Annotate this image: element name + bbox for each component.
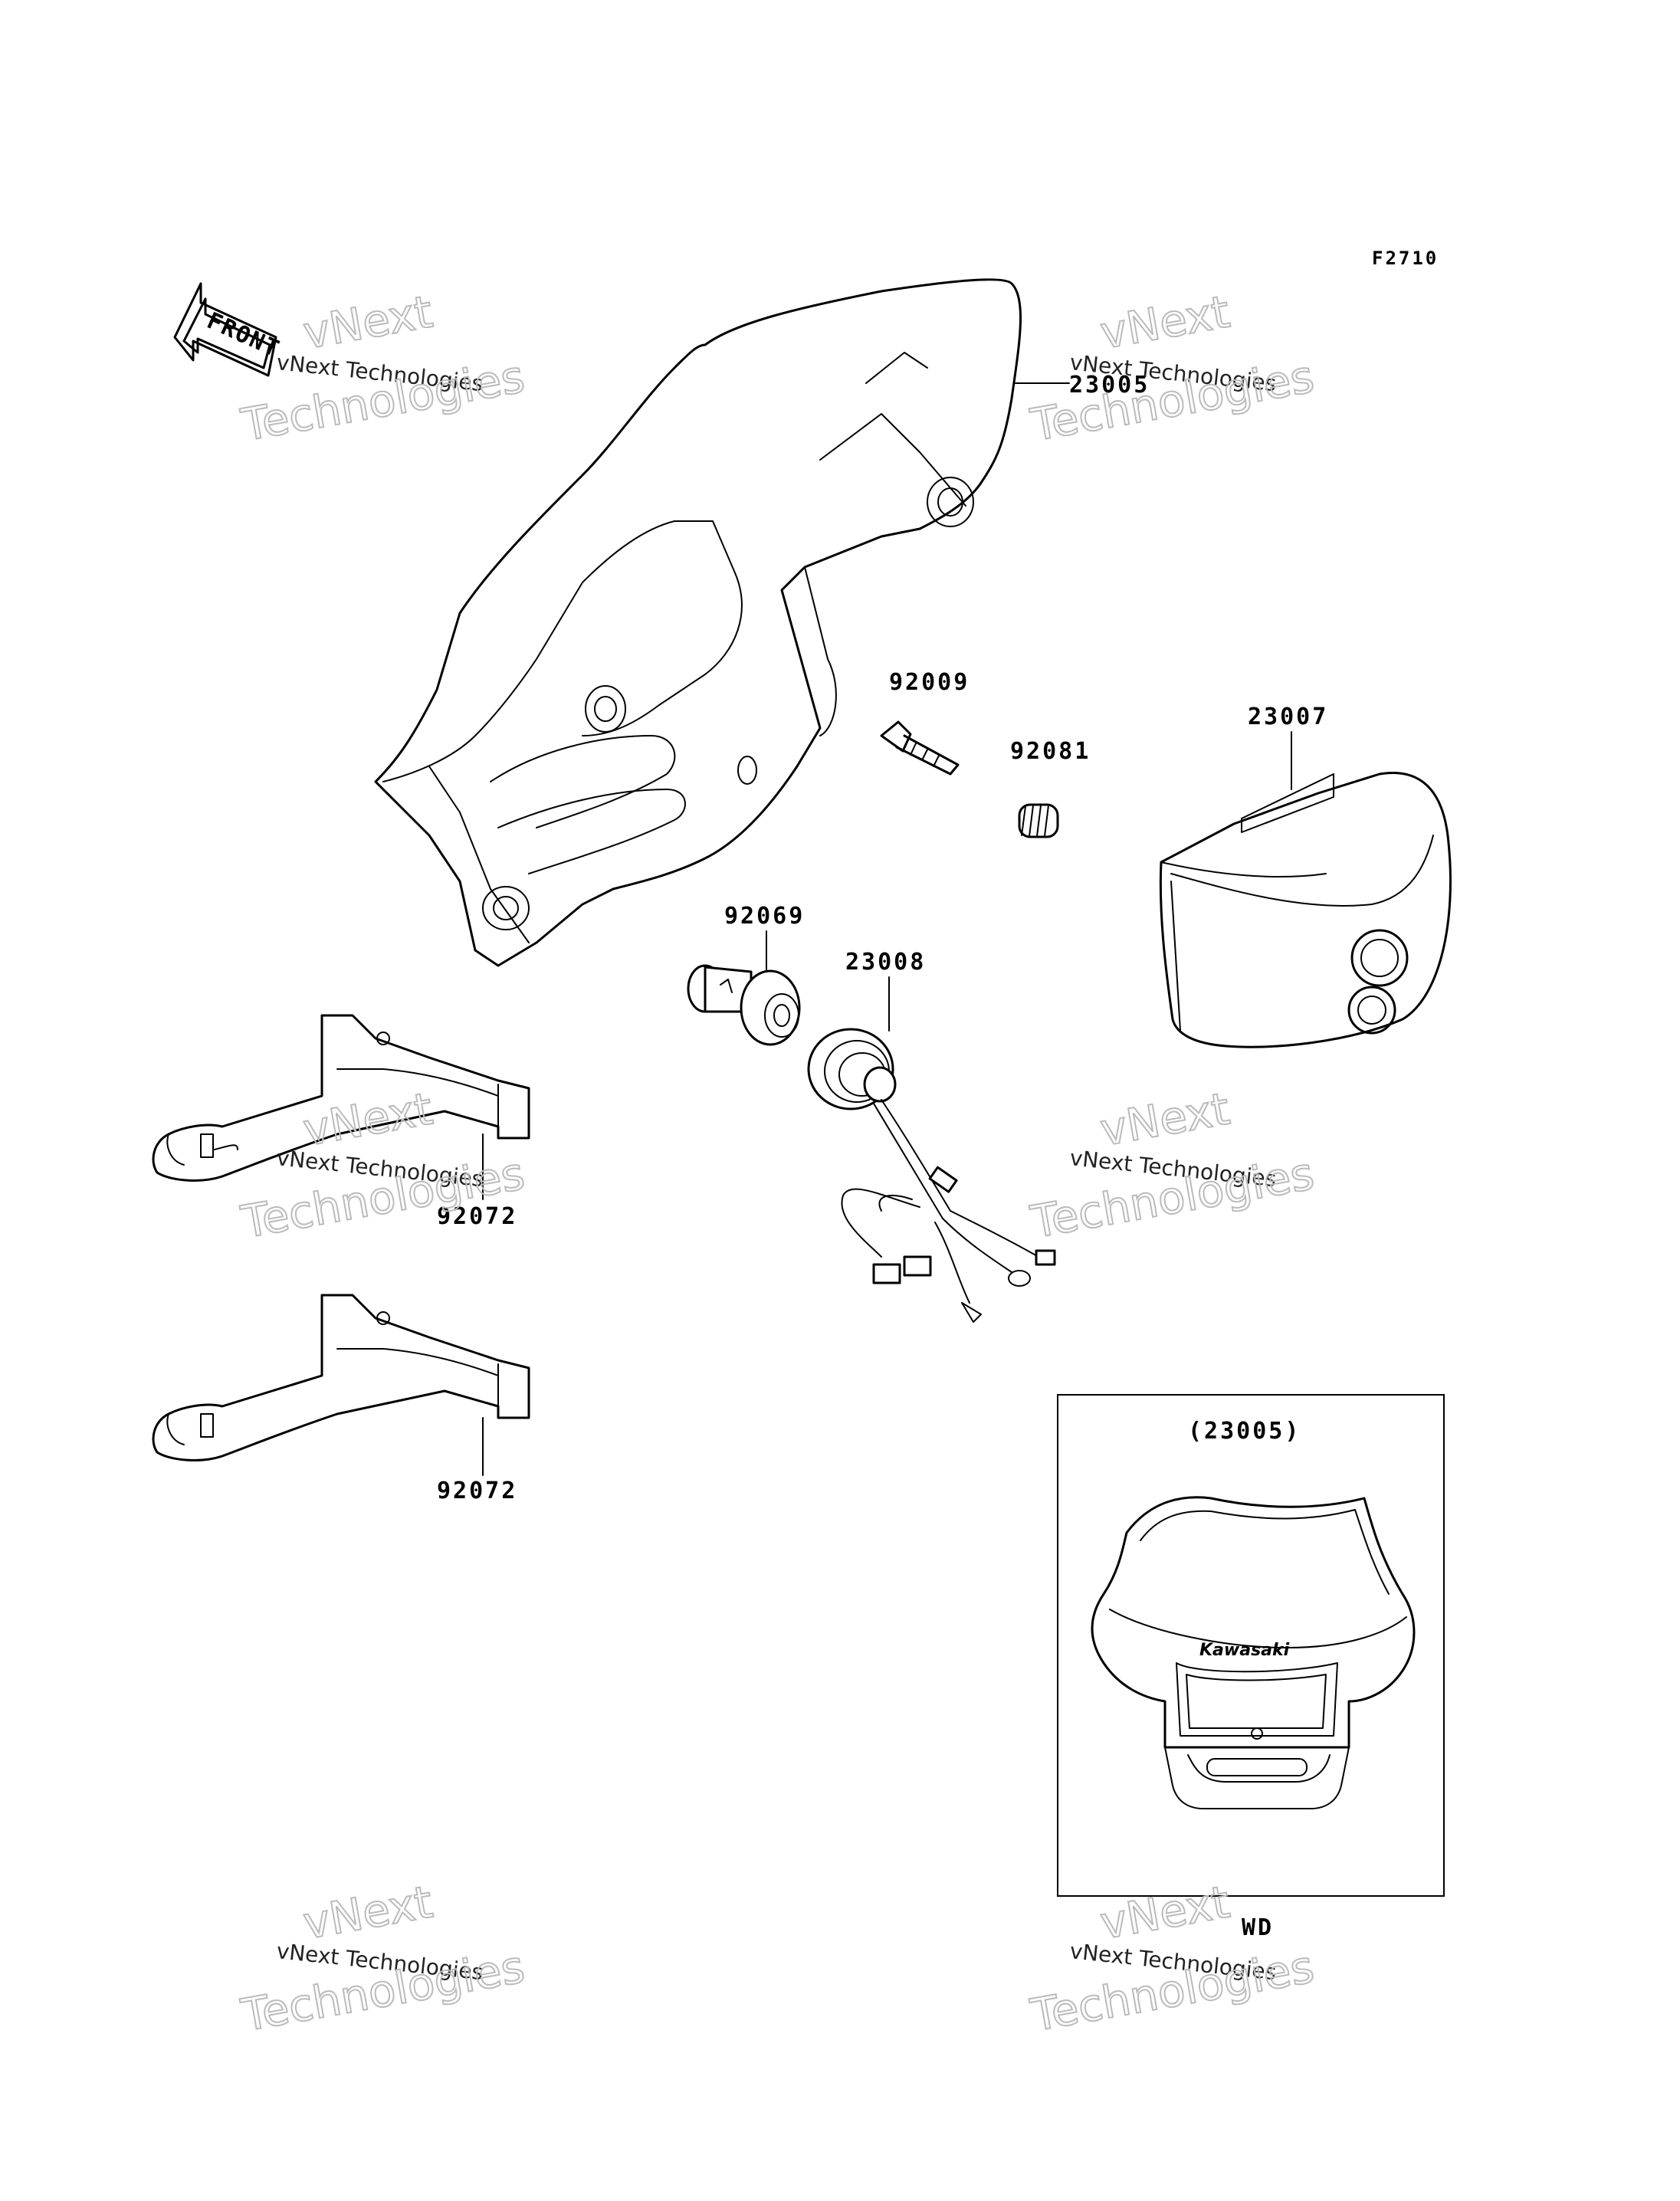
label-23007: 23007 <box>1248 704 1328 730</box>
label-92072-lower: 92072 <box>437 1478 517 1504</box>
inset-title: (23005) <box>1188 1418 1301 1445</box>
screw-92009 <box>880 720 960 776</box>
inset-variant-box: (23005) Kawasaki <box>1057 1394 1445 1897</box>
watermark-top-right: vNext Technologies vNext Technologies <box>1026 284 1319 452</box>
svg-text:vNext: vNext <box>300 1082 437 1156</box>
figure-code: F2710 <box>1372 248 1439 269</box>
label-92009: 92009 <box>889 669 970 696</box>
svg-text:vNext: vNext <box>1097 1875 1234 1949</box>
svg-text:vNext: vNext <box>300 1875 437 1949</box>
front-arrow-icon: FRONT <box>173 282 284 377</box>
socket-23008 <box>807 1028 1056 1323</box>
svg-text:vNext: vNext <box>1097 285 1234 359</box>
watermark-bottom-left: vNext Technologies vNext Technologies <box>237 1875 530 2042</box>
spring-92081 <box>1018 803 1059 838</box>
bulb-92069 <box>687 964 801 1046</box>
watermark-mid-right: vNext Technologies vNext Technologies <box>1026 1081 1319 1249</box>
variant-code: WD <box>1242 1914 1274 1941</box>
headlight-unit-23007 <box>1159 772 1452 1048</box>
headlight-cover-23005 <box>374 278 1022 967</box>
watermark-top-left: vNext Technologies vNext Technologies <box>237 284 530 452</box>
strap-92072-lower <box>152 1294 530 1461</box>
label-92072-upper: 92072 <box>437 1203 517 1230</box>
watermark-bottom-right: vNext Technologies vNext Technologies <box>1026 1875 1319 2042</box>
svg-text:vNext: vNext <box>1097 1082 1234 1156</box>
svg-text:vNext: vNext <box>300 285 437 359</box>
label-92081: 92081 <box>1010 738 1091 765</box>
label-23008: 23008 <box>845 949 926 976</box>
inset-brand-logo: Kawasaki <box>1199 1641 1290 1660</box>
label-92069: 92069 <box>724 903 805 930</box>
strap-92072-upper <box>152 1014 530 1182</box>
label-23005: 23005 <box>1069 372 1150 399</box>
